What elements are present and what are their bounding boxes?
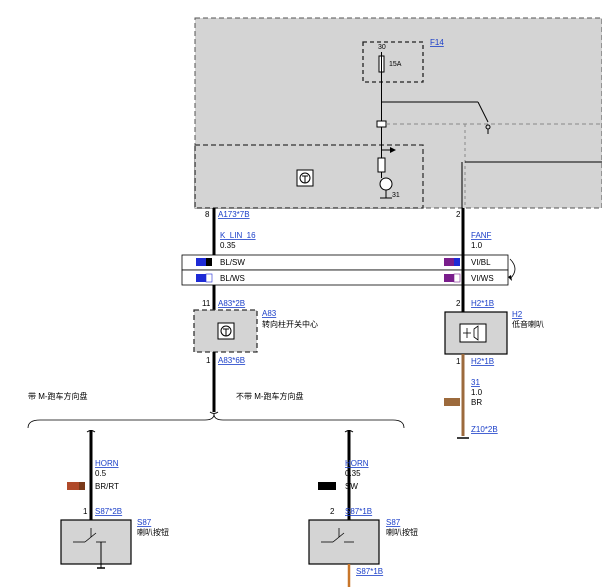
horn-desc: 低音喇叭 xyxy=(512,319,544,329)
ground-wire-color: BR xyxy=(471,398,482,407)
fanf-wire-name-link[interactable]: FANF xyxy=(471,231,492,240)
ground-wire-color-swatch xyxy=(444,398,460,406)
left-pin-top: 8 xyxy=(205,210,210,219)
s87-right-pin: 2 xyxy=(330,507,335,516)
variant-with-m-wheel: 带 M-跑车方向盘 xyxy=(28,391,88,401)
pair2-left-color-label: BL/WS xyxy=(220,274,245,283)
horn-icon xyxy=(459,323,487,343)
horn-right-wire-name-link[interactable]: HORN xyxy=(345,459,369,468)
fuse-box xyxy=(362,41,424,83)
connector-a83-bottom-link[interactable]: A83*6B xyxy=(218,356,245,365)
right-pin-top: 2 xyxy=(456,210,461,219)
ground-wire-size: 1.0 xyxy=(471,388,483,397)
connector-a173-link[interactable]: A173*7B xyxy=(218,210,250,219)
relay-switch-contact xyxy=(477,101,489,123)
ground-connector-link[interactable]: Z10*2B xyxy=(471,425,498,434)
horn-left-wire-size: 0.5 xyxy=(95,469,107,478)
h2-pin-top: 2 xyxy=(456,299,461,308)
s87-right-label-link[interactable]: S87 xyxy=(386,518,401,527)
pair1-right-color-label: VI/BL xyxy=(471,258,491,267)
fuse-label-link[interactable]: F14 xyxy=(430,38,444,47)
relay-ground-pin: 31 xyxy=(392,192,400,199)
a83-module-label-link[interactable]: A83 xyxy=(262,309,277,318)
a83-module-box xyxy=(193,309,258,353)
s87-right-desc: 喇叭按钮 xyxy=(386,527,418,537)
connector-a83-top-link[interactable]: A83*2B xyxy=(218,299,245,308)
connector-h2-top-link[interactable]: H2*1B xyxy=(471,299,494,308)
a83-pin-bottom: 1 xyxy=(206,356,211,365)
s87-right-connector-link[interactable]: S87*1B xyxy=(345,507,372,516)
twisted-pair-row-2 xyxy=(181,269,509,286)
horn-right-wire-size: 0.35 xyxy=(345,469,361,478)
a83-pin-top: 11 xyxy=(202,299,211,308)
s87-left-label-link[interactable]: S87 xyxy=(137,518,152,527)
s87-left-pin: 1 xyxy=(83,507,88,516)
twist-arrow xyxy=(509,258,516,280)
horn-label-link[interactable]: H2 xyxy=(512,310,523,319)
horn-right-wire-color: SW xyxy=(345,482,358,491)
h2-pin-bottom: 1 xyxy=(456,357,461,366)
a83-module-desc: 转向柱开关中心 xyxy=(262,319,318,329)
lin-wire-name-link[interactable]: K_LIN_16 xyxy=(220,231,256,240)
fanf-wire-size: 1.0 xyxy=(471,241,483,250)
variant-without-m-wheel: 不带 M-跑车方向盘 xyxy=(236,391,304,401)
s87-left-desc: 喇叭按钮 xyxy=(137,527,169,537)
connector-h2-bottom-link[interactable]: H2*1B xyxy=(471,357,494,366)
ground-wire-name-link[interactable]: 31 xyxy=(471,378,480,387)
horn-left-wire-color: BR/RT xyxy=(95,482,119,491)
s87-right-bottom-connector-link[interactable]: S87*1B xyxy=(356,567,383,576)
variant-brace xyxy=(27,413,405,429)
horn-left-wire-name-link[interactable]: HORN xyxy=(95,459,119,468)
s87-left-connector-link[interactable]: S87*2B xyxy=(95,507,122,516)
fuse-rating: 15A xyxy=(389,61,402,68)
lin-wire-size: 0.35 xyxy=(220,241,236,250)
pair2-right-color-label: VI/WS xyxy=(471,274,494,283)
relay-coil xyxy=(376,120,387,128)
driver-transistor xyxy=(379,177,393,191)
fuse-pin-label: 30 xyxy=(378,44,386,51)
pair1-left-color-label: BL/SW xyxy=(220,258,245,267)
